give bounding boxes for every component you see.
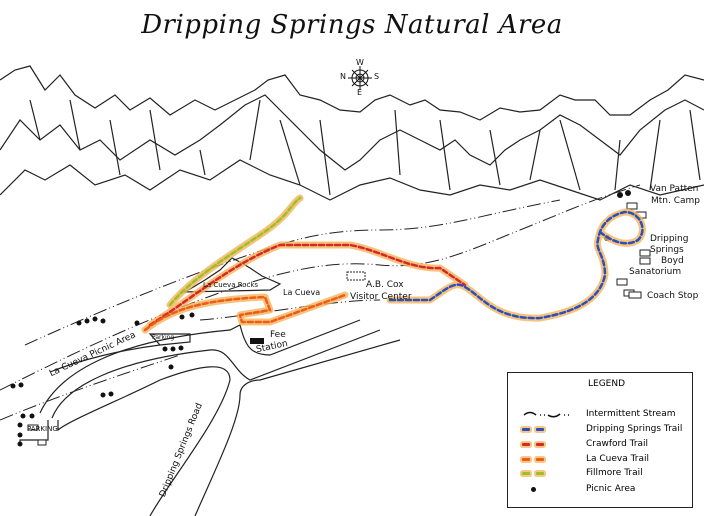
roads xyxy=(19,319,401,516)
legend-item-dripping-springs-trail: Dripping Springs Trail xyxy=(522,422,682,436)
legend-item-stream: Intermittent Stream xyxy=(522,407,676,421)
label-coach-stop: Coach Stop xyxy=(647,291,699,301)
label-visitor-center: Visitor Center xyxy=(350,292,412,302)
visitor-center-building xyxy=(346,271,366,281)
compass-bottom-letter: E xyxy=(357,88,363,97)
compass-rose-icon xyxy=(348,66,372,90)
legend-item-crawford-trail: Crawford Trail xyxy=(522,437,648,451)
trails xyxy=(141,194,646,334)
legend: LEGEND Intermittent Stream Dripping Spri… xyxy=(507,372,693,508)
label-parking-small: Parking xyxy=(152,334,175,341)
compass-right-letter: S xyxy=(374,72,380,81)
label-sanatorium: Sanatorium xyxy=(629,267,682,277)
legend-label: Picnic Area xyxy=(586,484,636,494)
map-title: Dripping Springs Natural Area xyxy=(141,10,563,40)
legend-item-fillmore-trail: Fillmore Trail xyxy=(522,466,643,480)
historic-buildings xyxy=(27,202,651,446)
label-la-cueva-rocks: La Cueva Rocks xyxy=(203,281,259,289)
legend-label: Dripping Springs Trail xyxy=(586,424,683,434)
legend-label: Fillmore Trail xyxy=(586,468,643,478)
legend-label: La Cueva Trail xyxy=(586,454,650,464)
legend-label: Intermittent Stream xyxy=(586,409,676,419)
legend-label: Crawford Trail xyxy=(586,439,649,449)
fee-station-building xyxy=(250,338,264,344)
label-springs: Springs xyxy=(650,245,684,255)
label-dripping: Dripping xyxy=(650,234,689,244)
intermittent-stream xyxy=(0,184,641,421)
legend-item-picnic-area: Picnic Area xyxy=(522,482,635,496)
label-mtn-camp: Mtn. Camp xyxy=(651,196,700,206)
label-parking: PARKING xyxy=(27,425,58,433)
picnic-dot-icon xyxy=(531,486,536,492)
label-la-cueva: La Cueva xyxy=(283,288,321,297)
legend-item-la-cueva-trail: La Cueva Trail xyxy=(522,452,649,466)
mountain-range xyxy=(0,65,704,201)
label-ab-cox: A.B. Cox xyxy=(366,280,404,290)
compass-left-letter: N xyxy=(340,72,346,81)
legend-title: LEGEND xyxy=(588,379,626,389)
label-van-patten: Van Patten xyxy=(650,184,699,194)
label-fee: Fee xyxy=(270,330,286,340)
stream-symbol-icon xyxy=(523,411,569,418)
compass-top-letter: W xyxy=(356,58,364,67)
label-boyd: Boyd xyxy=(661,256,684,266)
